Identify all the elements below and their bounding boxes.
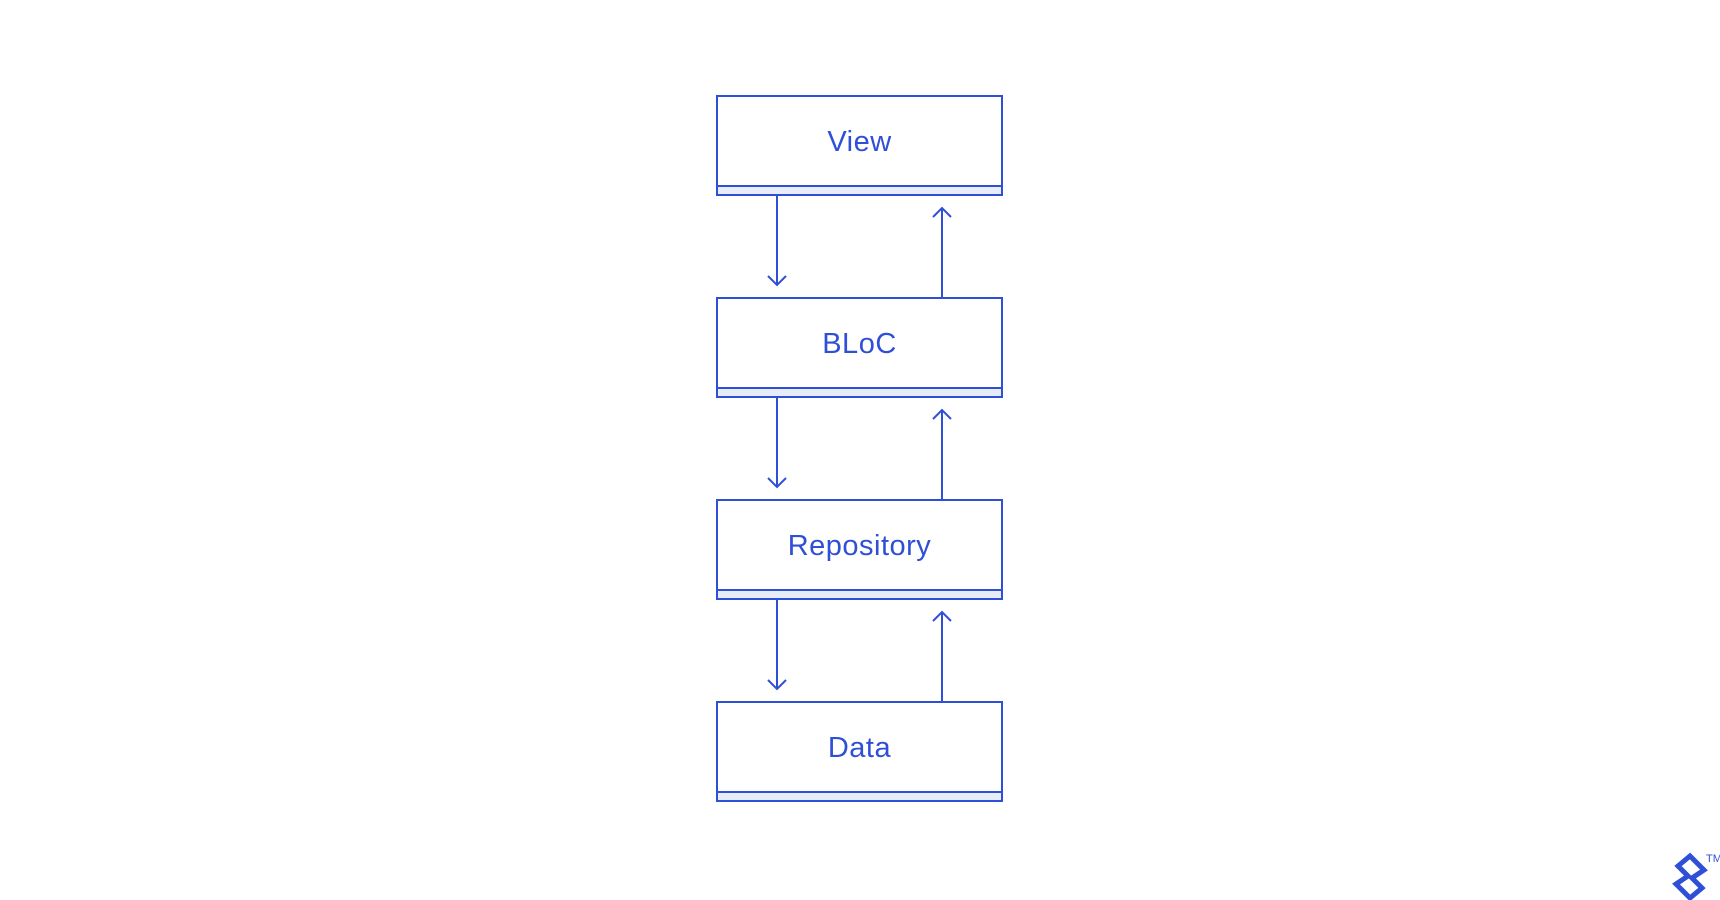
arrow-head: [932, 206, 952, 218]
logo-mark-shape: [1672, 852, 1708, 900]
arrow-head: [767, 477, 787, 489]
view-layer-box: View: [716, 95, 1003, 196]
bloc-layer-box: BLoC: [716, 297, 1003, 398]
trademark-symbol: TM: [1706, 853, 1720, 865]
arrow-view-to-bloc: [767, 196, 787, 287]
bloc-layer-footer-bar: [718, 387, 1001, 396]
arrow-head: [767, 679, 787, 691]
view-layer-footer-bar: [718, 185, 1001, 194]
arrow-repository-to-bloc: [932, 408, 952, 499]
arrow-bloc-to-repository: [767, 398, 787, 489]
view-layer-label: View: [827, 126, 892, 158]
data-layer-footer-bar: [718, 791, 1001, 800]
repository-layer-footer-bar: [718, 589, 1001, 598]
repository-layer-label: Repository: [787, 530, 932, 562]
bloc-layer-label: BLoC: [822, 328, 897, 360]
toptal-logo-icon: TM: [1672, 852, 1720, 900]
data-layer-label: Data: [827, 732, 892, 764]
repository-layer-box: Repository: [716, 499, 1003, 600]
arrow-head: [932, 610, 952, 622]
arrow-repository-to-data: [767, 600, 787, 691]
arrow-head: [932, 408, 952, 420]
arrow-data-to-repository: [932, 610, 952, 701]
data-layer-box: Data: [716, 701, 1003, 802]
arrow-head: [767, 275, 787, 287]
arrow-bloc-to-view: [932, 206, 952, 297]
